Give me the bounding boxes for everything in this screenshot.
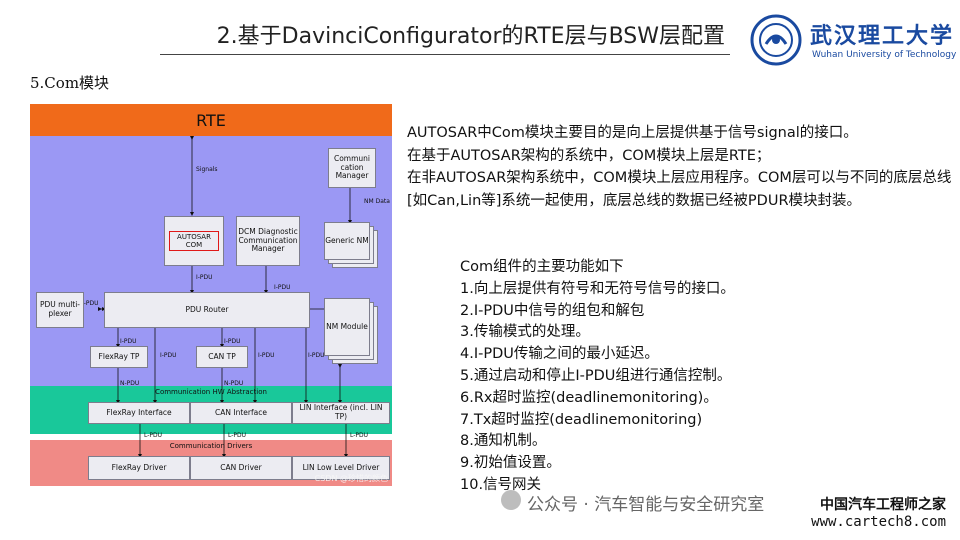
feature-item: 4.I-PDU传输之间的最小延迟。	[460, 346, 659, 363]
autosar-com-block: AUTOSAR COM	[169, 231, 219, 251]
lin-interface-block: LIN Interface (incl. LIN TP)	[292, 402, 390, 424]
intro-line: 在非AUTOSAR架构系统中，COM模块上层应用程序。COM层可以与不同的底层总…	[407, 170, 952, 209]
communication-manager-block: Communi cation Manager	[328, 148, 376, 188]
feature-item: 2.I-PDU中信号的组包和解包	[460, 302, 645, 319]
lin-driver-block: LIN Low Level Driver	[292, 456, 390, 480]
ipdu-label: I-PDU	[274, 284, 291, 291]
flexray-interface-block: FlexRay Interface	[88, 402, 190, 424]
university-emblem-icon	[750, 14, 802, 66]
npdu-label: N-PDU	[224, 380, 244, 387]
can-interface-block: CAN Interface	[190, 402, 292, 424]
intro-text: AUTOSAR中Com模块主要目的是向上层提供基于信号signal的接口。 在基…	[407, 122, 952, 212]
feature-item: 6.Rx超时监控(deadlinemonitoring)。	[460, 389, 718, 406]
university-logo: 武汉理工大学 Wuhan University of Technology	[750, 12, 956, 68]
logo-chinese-name: 武汉理工大学	[810, 23, 955, 49]
feature-item: 5.通过启动和停止I-PDU组进行通信控制。	[460, 367, 732, 384]
lpdu-label: L-PDU	[228, 432, 247, 439]
wechat-watermark: 公众号 · 汽车智能与安全研究室	[501, 490, 765, 515]
ipdu-label: I-PDU	[160, 352, 177, 359]
wechat-watermark-text: 公众号 · 汽车智能与安全研究室	[527, 495, 765, 515]
ipdu-label: I-PDU	[308, 352, 325, 359]
drivers-label: Communication Drivers	[169, 442, 253, 450]
lpdu-label: L-PDU	[350, 432, 369, 439]
feature-item: 9.初始值设置。	[460, 455, 561, 472]
csdn-watermark: CSDN @珍惜的颜色	[314, 474, 388, 483]
rte-layer: RTE	[30, 104, 392, 136]
lpdu-label: L-PDU	[144, 432, 163, 439]
can-driver-block: CAN Driver	[190, 456, 292, 480]
brand-watermark: 中国汽车工程师之家 www.cartech8.com	[811, 494, 946, 530]
features-heading: Com组件的主要功能如下	[460, 259, 624, 275]
feature-item: 3.传输模式的处理。	[460, 324, 590, 341]
autosar-com-container: AUTOSAR COM	[164, 216, 224, 266]
generic-nm-block: Generic NM	[324, 222, 370, 260]
brand-url: www.cartech8.com	[811, 514, 946, 530]
flexray-tp-block: FlexRay TP	[90, 346, 148, 368]
npdu-label: N-PDU	[120, 380, 140, 387]
feature-item: 1.向上层提供有符号和无符号信号的接口。	[460, 280, 735, 297]
nm-data-label: NM Data	[364, 198, 390, 205]
wechat-icon	[501, 490, 521, 510]
intro-line: 在基于AUTOSAR架构的系统中，COM模块上层是RTE；	[407, 147, 771, 164]
ipdu-label: I-PDU	[82, 300, 99, 307]
section-title: 5.Com模块	[30, 74, 110, 92]
can-tp-block: CAN TP	[196, 346, 248, 368]
feature-item: 10.信号网关	[460, 476, 542, 493]
nm-module-block: NM Module	[324, 298, 370, 356]
features-list: Com组件的主要功能如下 1.向上层提供有符号和无符号信号的接口。 2.I-PD…	[460, 257, 940, 497]
ipdu-label: I-PDU	[258, 352, 275, 359]
autosar-com-stack-diagram: RTE Communication HW Abstraction Communi…	[30, 104, 392, 486]
pdu-multiplexer-block: PDU multi- plexer	[36, 292, 84, 328]
intro-line: AUTOSAR中Com模块主要目的是向上层提供基于信号signal的接口。	[407, 125, 858, 141]
feature-item: 7.Tx超时监控(deadlinemonitoring)	[460, 411, 703, 428]
signals-label: Signals	[196, 166, 218, 173]
brand-name: 中国汽车工程师之家	[820, 497, 946, 513]
ipdu-label: I-PDU	[196, 274, 213, 281]
slide-title: 2.基于DavinciConfigurator的RTE层与BSW层配置	[216, 24, 725, 49]
logo-english-name: Wuhan University of Technology	[812, 50, 957, 60]
ipdu-label: I-PDU	[224, 338, 241, 345]
ipdu-label: I-PDU	[120, 338, 137, 345]
title-divider	[160, 54, 730, 55]
pdu-router-block: PDU Router	[104, 292, 310, 328]
dcm-block: DCM Diagnostic Communication Manager	[236, 216, 300, 266]
hw-abstraction-label: Communication HW Abstraction	[155, 388, 267, 396]
diagram-connections	[98, 136, 352, 458]
feature-item: 8.通知机制。	[460, 433, 547, 450]
flexray-driver-block: FlexRay Driver	[88, 456, 190, 480]
